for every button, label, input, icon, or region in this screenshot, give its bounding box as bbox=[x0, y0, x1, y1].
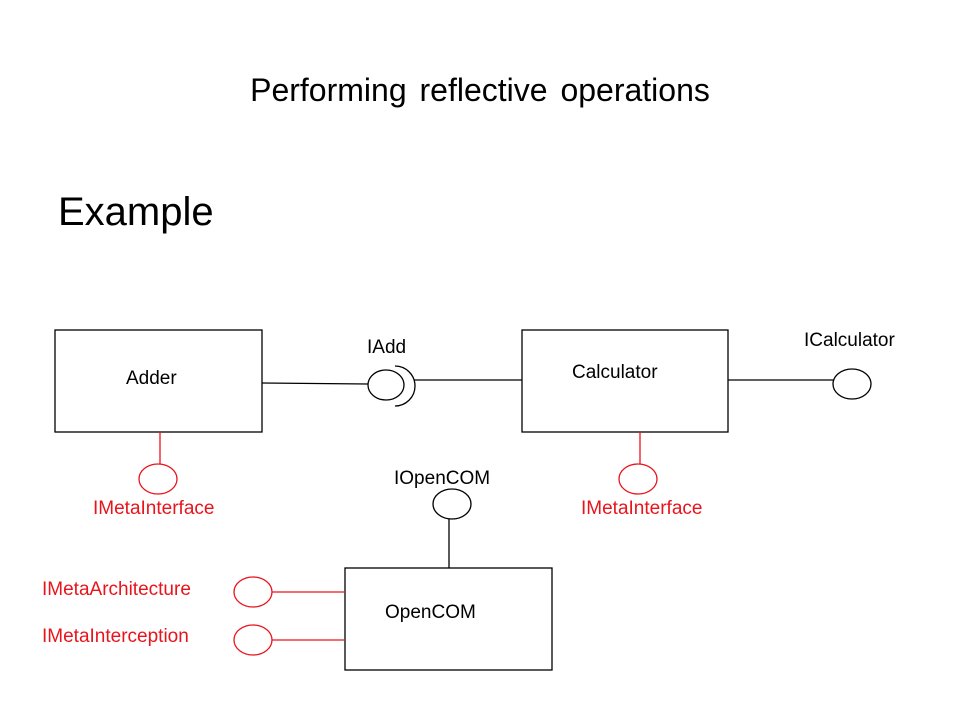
iopencom-interface-icon bbox=[432, 488, 472, 520]
adder-meta-interface-label: IMetaInterface bbox=[93, 498, 215, 519]
meta-interception-interface-icon bbox=[233, 624, 273, 656]
iadd-label: IAdd bbox=[367, 337, 407, 358]
meta-interception-label: IMetaInterception bbox=[42, 626, 189, 647]
opencom-label: OpenCOM bbox=[385, 602, 476, 623]
iadd-receptacle-icon bbox=[394, 365, 416, 407]
slide-title: Performing reflective operations bbox=[250, 72, 710, 108]
adder-meta-interface-icon bbox=[138, 463, 178, 495]
meta-architecture-interface-icon bbox=[233, 576, 273, 608]
iadd-interface-icon bbox=[367, 369, 405, 401]
icalculator-label: ICalculator bbox=[804, 330, 895, 351]
calculator-meta-interface-icon bbox=[618, 463, 658, 495]
icalculator-interface-icon bbox=[832, 368, 872, 400]
iopencom-label: IOpenCOM bbox=[394, 468, 491, 489]
calculator-label: Calculator bbox=[572, 362, 658, 383]
meta-architecture-label: IMetaArchitecture bbox=[42, 579, 191, 600]
adder-receptacle-line bbox=[261, 382, 369, 385]
slide-heading: Example bbox=[58, 190, 214, 234]
calculator-meta-interface-label: IMetaInterface bbox=[581, 498, 703, 519]
adder-box bbox=[54, 329, 263, 433]
calculator-box bbox=[521, 329, 729, 433]
adder-label: Adder bbox=[126, 368, 177, 389]
